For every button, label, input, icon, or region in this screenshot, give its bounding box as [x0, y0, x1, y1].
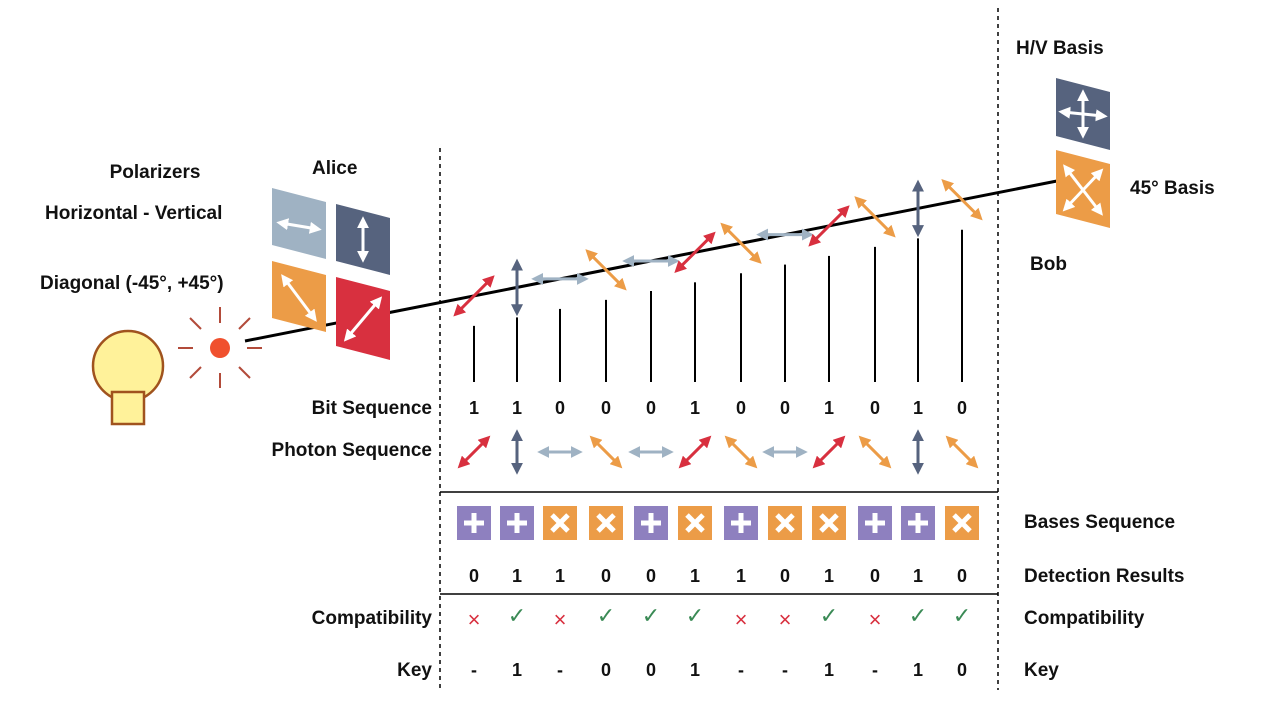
check-icon: ✓ — [685, 603, 705, 628]
bit-value: 0 — [554, 398, 565, 418]
photon-sequence-arrow — [945, 435, 979, 469]
bit-value: 0 — [779, 398, 790, 418]
photon-source-icon — [178, 307, 262, 388]
plus-icon — [865, 513, 885, 533]
compatibility-left-label: Compatibility — [311, 608, 432, 629]
detection-value: 0 — [956, 566, 967, 586]
beam-photon-arrow — [453, 275, 495, 317]
cross-icon — [775, 513, 795, 533]
bit-value: 1 — [912, 398, 923, 418]
bob-diagonal-basis-panel — [1056, 150, 1110, 228]
key-value: - — [782, 660, 788, 680]
cross-mark-icon: × — [734, 607, 748, 632]
key-value: - — [557, 660, 563, 680]
photon-sequence-arrow — [678, 435, 712, 469]
key-value: 1 — [912, 660, 923, 680]
diagonal-label: Diagonal (-45°, +45°) — [40, 273, 224, 294]
bit-value: 1 — [511, 398, 522, 418]
cross-icon — [596, 513, 616, 533]
detection-value: 0 — [600, 566, 611, 586]
check-icon: ✓ — [596, 603, 616, 628]
detection-value: 0 — [468, 566, 479, 586]
bob-hv-basis-panel — [1056, 78, 1110, 150]
photon-sequence-arrow — [858, 435, 892, 469]
cross-mark-icon: × — [467, 607, 481, 632]
photon-sequence-arrow — [812, 435, 846, 469]
check-icon: ✓ — [819, 603, 839, 628]
hv-label: Horizontal - Vertical — [45, 203, 223, 224]
bit-value: 1 — [823, 398, 834, 418]
alice-polarizers — [272, 188, 390, 360]
plus-icon — [731, 513, 751, 533]
photon-sequence-arrow — [724, 435, 758, 469]
beam-photon-arrow — [720, 222, 762, 264]
detection-value: 1 — [689, 566, 700, 586]
hv-basis-label: H/V Basis — [1016, 38, 1104, 59]
plus-icon — [641, 513, 661, 533]
bit-value: 0 — [735, 398, 746, 418]
detection-value: 1 — [735, 566, 746, 586]
key-value: 0 — [645, 660, 656, 680]
plus-icon — [908, 513, 928, 533]
photon-sequence-label: Photon Sequence — [271, 440, 432, 461]
photon-sequence-arrow — [457, 435, 491, 469]
cross-icon — [952, 513, 972, 533]
photon-sequence-arrow — [589, 435, 623, 469]
cross-icon — [819, 513, 839, 533]
key-value: 1 — [511, 660, 522, 680]
bit-value: 1 — [468, 398, 479, 418]
cross-icon — [550, 513, 570, 533]
key-value: 1 — [689, 660, 700, 680]
key-left-label: Key — [397, 660, 432, 681]
key-value: - — [872, 660, 878, 680]
diagonal-basis-label: 45° Basis — [1130, 178, 1215, 199]
detection-value: 1 — [912, 566, 923, 586]
beam-photon-arrow — [808, 205, 850, 247]
detection-value: 0 — [869, 566, 880, 586]
check-icon: ✓ — [908, 603, 928, 628]
check-icon: ✓ — [952, 603, 972, 628]
bit-value: 0 — [956, 398, 967, 418]
key-value: 1 — [823, 660, 834, 680]
cross-icon — [685, 513, 705, 533]
beam-photon-arrow — [674, 231, 716, 273]
beam-photon-arrow — [585, 249, 627, 291]
polarizers-label: Polarizers — [109, 162, 201, 183]
cross-mark-icon: × — [553, 607, 567, 632]
detection-value: 1 — [511, 566, 522, 586]
bit-sequence-label: Bit Sequence — [311, 398, 432, 419]
polarizer-diag-minus — [272, 261, 326, 332]
bases-sequence-label: Bases Sequence — [1024, 512, 1176, 533]
detection-value: 1 — [823, 566, 834, 586]
beam-photon-arrow — [941, 179, 983, 221]
bob-label: Bob — [1030, 254, 1067, 275]
compatibility-right-label: Compatibility — [1024, 608, 1145, 629]
check-icon: ✓ — [507, 603, 527, 628]
key-value: 0 — [600, 660, 611, 680]
detection-results-label: Detection Results — [1024, 566, 1185, 587]
detection-value: 1 — [554, 566, 565, 586]
polarizer-vertical — [336, 204, 390, 275]
detection-value: 0 — [779, 566, 790, 586]
light-bulb-icon — [91, 329, 165, 426]
alice-label: Alice — [312, 158, 358, 179]
polarizer-horizontal — [272, 188, 326, 259]
bit-value: 0 — [869, 398, 880, 418]
bit-value: 1 — [689, 398, 700, 418]
cross-mark-icon: × — [868, 607, 882, 632]
key-value: 0 — [956, 660, 967, 680]
polarizer-diag-plus — [336, 277, 390, 360]
bit-value: 0 — [600, 398, 611, 418]
plus-icon — [464, 513, 484, 533]
plus-icon — [507, 513, 527, 533]
check-icon: ✓ — [641, 603, 661, 628]
key-value: - — [471, 660, 477, 680]
key-right-label: Key — [1024, 660, 1059, 681]
bit-value: 0 — [645, 398, 656, 418]
cross-mark-icon: × — [778, 607, 792, 632]
detection-value: 0 — [645, 566, 656, 586]
key-value: - — [738, 660, 744, 680]
beam-photon-arrow — [854, 196, 896, 238]
